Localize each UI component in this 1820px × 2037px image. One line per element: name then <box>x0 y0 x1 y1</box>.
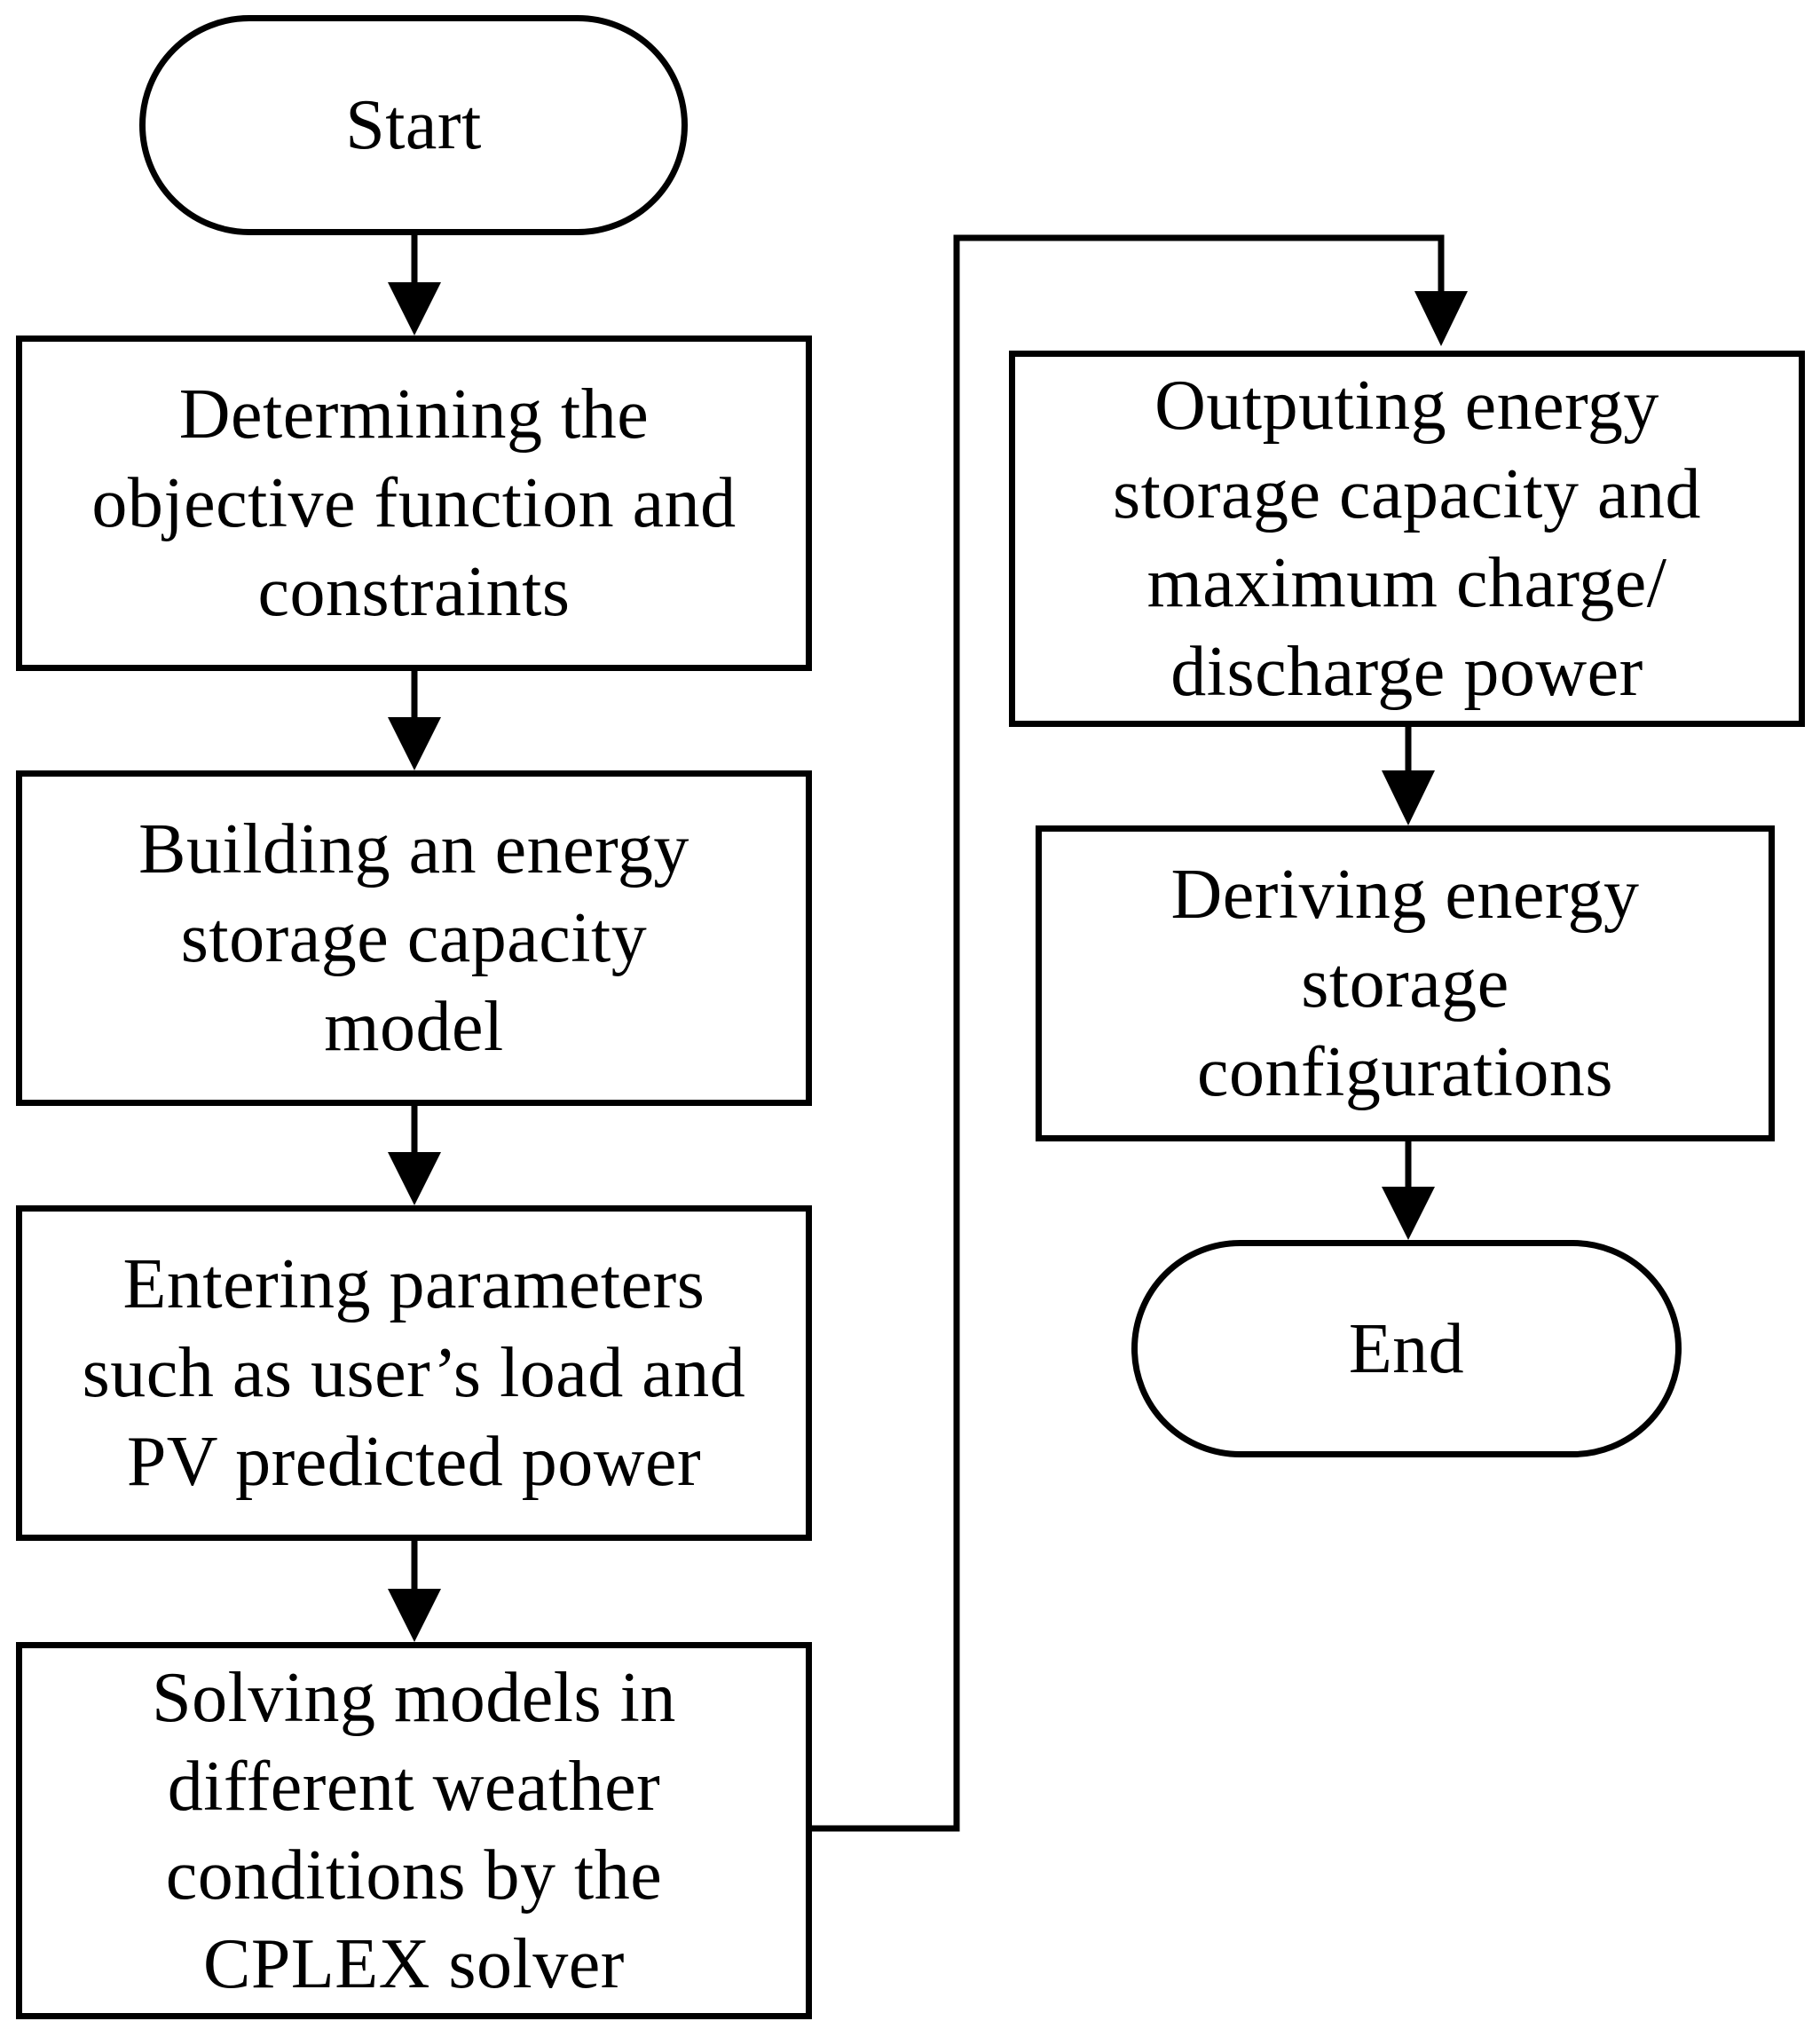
start-terminal: Start <box>139 15 688 235</box>
end-label: End <box>1348 1309 1465 1388</box>
arrowhead-step4 <box>388 1589 441 1642</box>
arrowhead-step3 <box>388 1152 441 1205</box>
arrowhead-step2 <box>388 717 441 770</box>
step-solve-models-label: Solving models in different weather cond… <box>152 1658 676 2003</box>
start-label: Start <box>345 86 482 164</box>
step-derive-configurations-label: Deriving energy storage configurations <box>1170 856 1640 1111</box>
step-output-capacity-label: Outputing energy storage capacity and ma… <box>1112 367 1701 711</box>
arrowhead-step6 <box>1382 770 1435 825</box>
arrowhead-end <box>1382 1187 1435 1240</box>
arrowhead-step1 <box>388 282 441 336</box>
end-terminal: End <box>1131 1240 1682 1457</box>
arrowhead-step5 <box>1414 291 1468 346</box>
step-determine-objective: Determining the objective function and c… <box>16 336 812 671</box>
step-solve-models: Solving models in different weather cond… <box>16 1642 812 2019</box>
step-output-capacity: Outputing energy storage capacity and ma… <box>1009 351 1805 727</box>
step-derive-configurations: Deriving energy storage configurations <box>1036 825 1775 1141</box>
step-build-model: Building an energy storage capacity mode… <box>16 770 812 1106</box>
step-enter-parameters: Entering parameters such as user’s load … <box>16 1205 812 1541</box>
connector-step4-to-step5 <box>810 234 1445 1832</box>
step-enter-parameters-label: Entering parameters such as user’s load … <box>82 1245 746 1501</box>
step-build-model-label: Building an energy storage capacity mode… <box>138 810 689 1066</box>
step-determine-objective-label: Determining the objective function and c… <box>91 375 737 631</box>
